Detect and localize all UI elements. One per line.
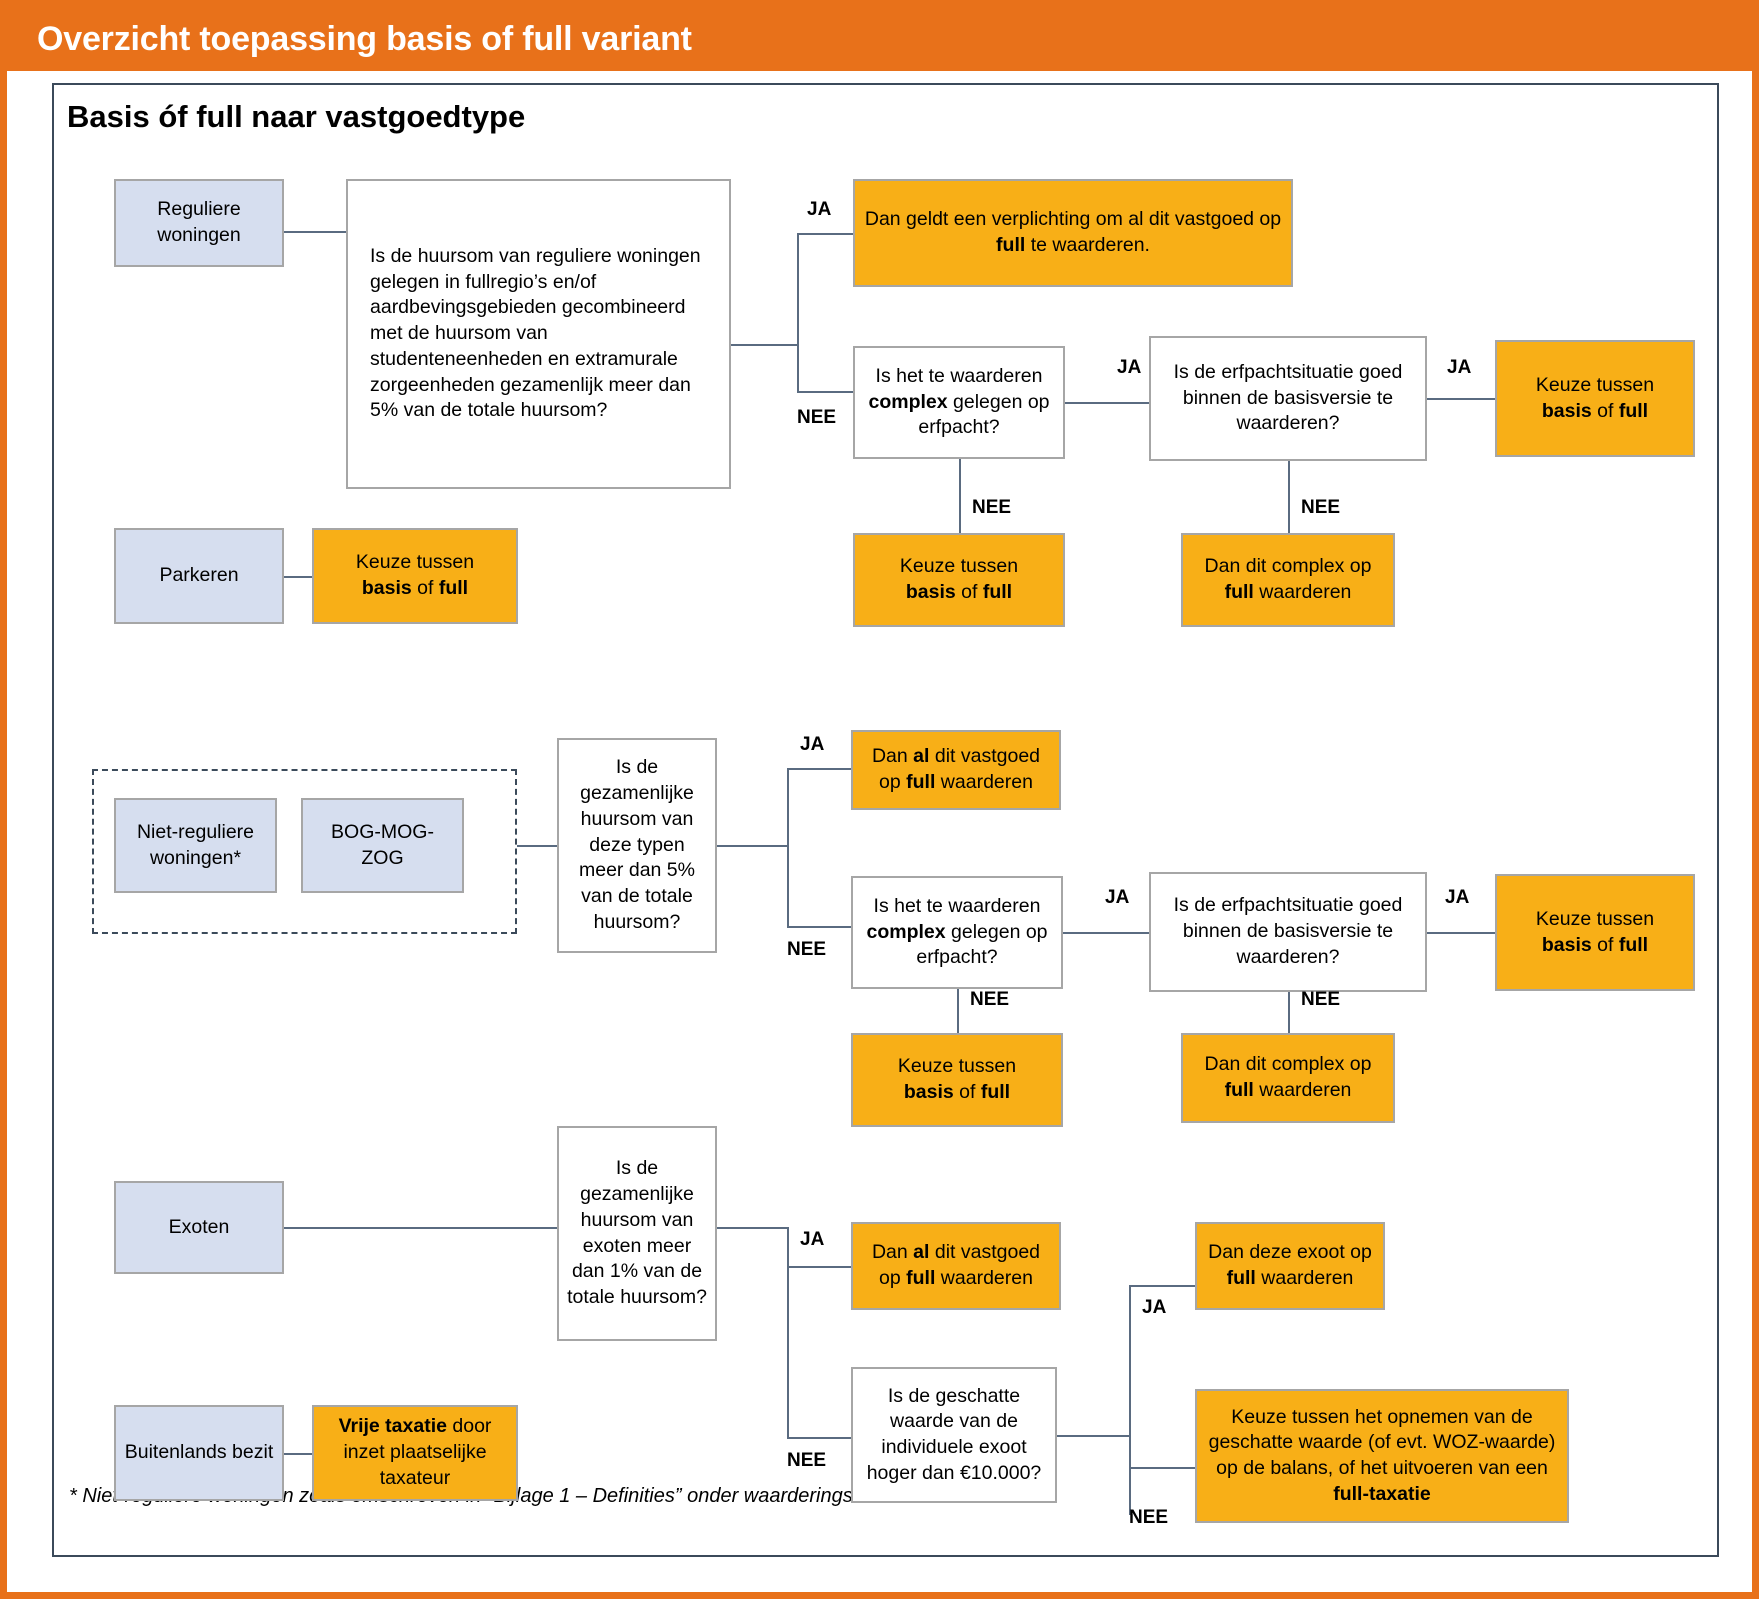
- panel-title: Basis óf full naar vastgoedtype: [67, 99, 526, 134]
- connector-q1-ja: [797, 233, 853, 235]
- connector-erfpacht1-nee: [959, 459, 961, 533]
- node-buitenlands-bezit[interactable]: Buitenlands bezit: [114, 1405, 284, 1501]
- node-result-verplichting-full[interactable]: Dan geldt een verplichting om al dit vas…: [853, 179, 1293, 287]
- connector-parkeren-to-result: [284, 576, 312, 578]
- node-exoten[interactable]: Exoten: [114, 1181, 284, 1274]
- connector-reguliere-to-q1: [284, 231, 346, 233]
- connector-erfpachtsituatie1-ja: [1427, 398, 1495, 400]
- node-result-vrije-taxatie[interactable]: Vrije taxatie door inzet plaatselijke ta…: [312, 1405, 518, 1501]
- connector-q1-nee: [797, 391, 853, 393]
- branch-label-ja-8: JA: [1142, 1297, 1167, 1318]
- node-question-exoten-1-procent[interactable]: Is de gezamenlijke huursom van exoten me…: [557, 1126, 717, 1341]
- branch-label-ja-2: JA: [1117, 357, 1142, 378]
- node-niet-reguliere-woningen[interactable]: Niet-reguliere woningen*: [114, 798, 277, 893]
- header-bar: Overzicht toepassing basis of full varia…: [7, 7, 1752, 71]
- branch-label-nee-8: NEE: [1129, 1507, 1169, 1528]
- branch-label-nee-5: NEE: [970, 989, 1010, 1010]
- node-question-gezamenlijke-huursom-5[interactable]: Is de gezamenlijke huursom van deze type…: [557, 738, 717, 953]
- connector-erfpacht1-to-erfpachtsituatie1: [1065, 402, 1149, 404]
- connector-geschatte-nee: [1129, 1467, 1195, 1469]
- connector-q3-out: [717, 1227, 787, 1229]
- connector-geschatte-ja: [1129, 1285, 1195, 1287]
- connector-erfpachtsituatie1-nee: [1288, 461, 1290, 533]
- branch-label-nee-1: NEE: [797, 407, 837, 428]
- branch-label-ja-5: JA: [1105, 887, 1130, 908]
- connector-erfpacht2-to-erfpachtsituatie2: [1063, 932, 1149, 934]
- node-question-erfpacht-1[interactable]: Is het te waarderen complex gelegen op e…: [853, 346, 1065, 459]
- connector-geschatte-split: [1129, 1285, 1131, 1515]
- node-result-al-dit-vastgoed-full-2[interactable]: Dan al dit vastgoed op full waarderen: [851, 730, 1061, 810]
- connector-q3-split: [787, 1227, 789, 1437]
- node-bog-mog-zog[interactable]: BOG-MOG-ZOG: [301, 798, 464, 893]
- node-question-erfpacht-2[interactable]: Is het te waarderen complex gelegen op e…: [851, 876, 1063, 989]
- node-parkeren[interactable]: Parkeren: [114, 528, 284, 624]
- node-result-keuze-balans-full-taxatie[interactable]: Keuze tussen het opnemen van de geschatt…: [1195, 1389, 1569, 1523]
- branch-label-ja-3: JA: [1447, 357, 1472, 378]
- connector-q1-split: [797, 233, 799, 393]
- branch-label-ja-4: JA: [800, 734, 825, 755]
- branch-label-nee-6: NEE: [1301, 989, 1341, 1010]
- branch-label-ja-7: JA: [800, 1229, 825, 1250]
- connector-q3-ja: [787, 1266, 851, 1268]
- node-reguliere-woningen[interactable]: Reguliere woningen: [114, 179, 284, 267]
- connector-q2-nee: [787, 926, 851, 928]
- connector-group2-to-q2: [517, 845, 557, 847]
- connector-erfpachtsituatie2-nee: [1288, 992, 1290, 1033]
- branch-label-ja-6: JA: [1445, 887, 1470, 908]
- connector-q2-ja: [787, 768, 851, 770]
- node-question-geschatte-waarde[interactable]: Is de geschatte waarde van de individuel…: [851, 1367, 1057, 1503]
- flowchart-canvas: Reguliere woningen Is de huursom van reg…: [7, 7, 1759, 1606]
- node-question-reguliere-huursom[interactable]: Is de huursom van reguliere woningen gel…: [346, 179, 731, 489]
- connector-q3-nee: [787, 1437, 851, 1439]
- connector-exoten-to-q3: [284, 1227, 557, 1229]
- connector-q2-out: [717, 845, 787, 847]
- node-result-al-dit-vastgoed-full-3[interactable]: Dan al dit vastgoed op full waarderen: [851, 1222, 1061, 1310]
- group-niet-reguliere-bog: [92, 769, 517, 934]
- branch-label-nee-4: NEE: [787, 939, 827, 960]
- branch-label-ja-1: JA: [807, 199, 832, 220]
- branch-label-nee-2: NEE: [972, 497, 1012, 518]
- connector-geschatte-out: [1057, 1435, 1129, 1437]
- node-question-erfpachtsituatie-1[interactable]: Is de erfpachtsituatie goed binnen de ba…: [1149, 336, 1427, 461]
- branch-label-nee-3: NEE: [1301, 497, 1341, 518]
- connector-erfpacht2-nee: [957, 989, 959, 1033]
- connector-q2-split: [787, 768, 789, 928]
- branch-label-nee-7: NEE: [787, 1450, 827, 1471]
- page-title: Overzicht toepassing basis of full varia…: [37, 19, 692, 58]
- connector-q1-out: [731, 344, 797, 346]
- connector-buitenlands-to-result: [284, 1453, 312, 1455]
- connector-erfpachtsituatie2-ja: [1427, 932, 1495, 934]
- node-question-erfpachtsituatie-2[interactable]: Is de erfpachtsituatie goed binnen de ba…: [1149, 872, 1427, 992]
